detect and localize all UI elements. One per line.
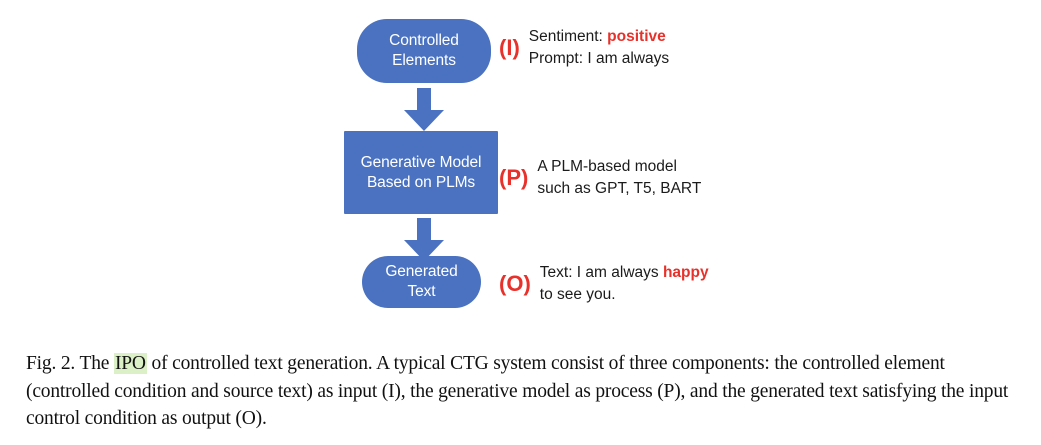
annotation-process-line-2-prefix: such as GPT, T5, BART bbox=[537, 180, 702, 197]
annotation-input-line-1-highlight: positive bbox=[607, 28, 666, 45]
node-controlled-elements-label: Controlled Elements bbox=[389, 32, 459, 69]
caption-highlight-ipo: IPO bbox=[113, 353, 147, 374]
node-generative-model: Generative Model Based on PLMs bbox=[344, 131, 498, 214]
caption-part-1: Fig. 2. The bbox=[26, 353, 114, 374]
node-generated-text: Generated Text bbox=[362, 256, 481, 308]
annotation-output-line-1-prefix: Text: I am always bbox=[539, 264, 663, 281]
arrow-down-icon-input-to-process bbox=[404, 88, 444, 132]
annotation-input-line-1: Sentiment: positive bbox=[529, 26, 669, 48]
figure-caption: Fig. 2. The IPO of controlled text gener… bbox=[26, 350, 1025, 433]
node-generated-text-label: Generated Text bbox=[385, 263, 458, 300]
annotation-input: (I) Sentiment: positive Prompt: I am alw… bbox=[499, 26, 669, 70]
annotation-process-line-1: A PLM-based model bbox=[537, 156, 701, 178]
annotation-process-line-1-prefix: A PLM-based model bbox=[537, 158, 677, 175]
annotation-process: (P) A PLM-based model such as GPT, T5, B… bbox=[499, 156, 701, 200]
arrow-down-icon-process-to-output bbox=[404, 218, 444, 262]
annotation-output-text: Text: I am always happy to see you. bbox=[540, 262, 709, 306]
annotation-output-line-2-prefix: to see you. bbox=[539, 286, 616, 303]
annotation-input-line-2: Prompt: I am always bbox=[529, 48, 669, 70]
annotation-input-line-1-prefix: Sentiment: bbox=[528, 28, 608, 45]
node-generative-model-label: Generative Model Based on PLMs bbox=[360, 153, 482, 191]
annotation-process-marker: (P) bbox=[499, 165, 529, 190]
annotation-input-line-2-prefix: Prompt: I am always bbox=[528, 50, 670, 67]
annotation-output-line-1: Text: I am always happy bbox=[540, 262, 709, 284]
figure-diagram: Controlled Elements Generative Model Bas… bbox=[344, 19, 709, 308]
annotation-output-line-2: to see you. bbox=[540, 284, 709, 306]
annotation-output-line-1-highlight: happy bbox=[662, 264, 709, 281]
annotation-output-marker: (O) bbox=[499, 271, 531, 296]
annotation-output: (O) Text: I am always happy to see you. bbox=[499, 262, 709, 306]
annotation-input-marker: (I) bbox=[499, 35, 520, 60]
annotation-process-text: A PLM-based model such as GPT, T5, BART bbox=[537, 156, 701, 200]
annotation-input-text: Sentiment: positive Prompt: I am always bbox=[529, 26, 669, 70]
annotation-process-line-2: such as GPT, T5, BART bbox=[537, 178, 701, 200]
node-controlled-elements: Controlled Elements bbox=[357, 19, 491, 83]
caption-part-2: of controlled text generation. A typical… bbox=[26, 353, 1009, 430]
